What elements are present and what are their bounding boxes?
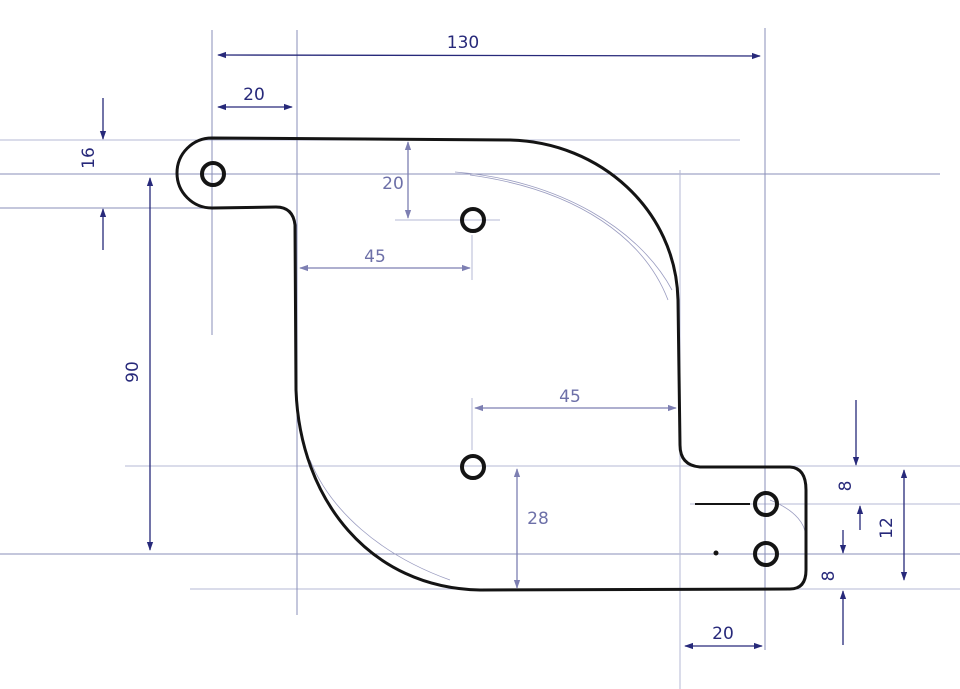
label-right-hole-spacing: 12 [877, 517, 897, 539]
label-right-hole-upper: 8 [836, 481, 856, 492]
label-overall-width: 130 [447, 33, 479, 53]
label-left-tab-offset: 20 [243, 85, 265, 105]
dim-overall-width [217, 51, 761, 60]
mounting-hole [200, 161, 226, 187]
dimension-lines [99, 51, 908, 650]
mounting-hole [460, 454, 486, 480]
mounting-hole [460, 207, 486, 233]
pencil-arc [454, 171, 673, 291]
label-right-tab-offset: 20 [712, 624, 734, 644]
part-outline [175, 136, 808, 592]
dimension-labels: 130 20 16 90 20 45 45 28 8 12 8 20 [79, 33, 897, 644]
mounting-hole [753, 491, 779, 517]
label-right-hole-lower: 8 [819, 571, 839, 582]
pencil-guides [309, 171, 806, 581]
label-bottom-hole-height: 28 [527, 509, 549, 529]
pencil-arc [309, 459, 451, 581]
mounting-hole [753, 541, 779, 567]
label-top-hole-offset: 45 [364, 247, 386, 267]
pencil-arc [469, 174, 669, 301]
label-top-hole-drop: 20 [382, 174, 404, 194]
label-left-tab-height: 16 [79, 147, 99, 169]
label-bottom-hole-offset: 45 [559, 387, 581, 407]
holes [200, 161, 779, 567]
label-vertical-span: 90 [123, 361, 143, 383]
center-dot [713, 550, 719, 556]
